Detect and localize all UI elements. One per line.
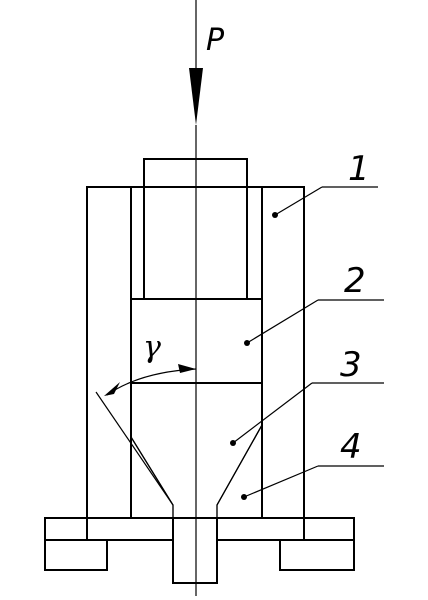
callout-3: 3 xyxy=(340,345,362,385)
angle-arc xyxy=(104,364,197,396)
callout-4: 4 xyxy=(340,427,362,467)
callout-2: 2 xyxy=(344,261,366,301)
base-support-right xyxy=(279,517,355,571)
force-arrow xyxy=(189,0,203,125)
container-wall-right xyxy=(261,186,305,519)
angle-label: γ xyxy=(143,330,161,365)
dead-zone-right xyxy=(216,422,263,519)
callout-1: 1 xyxy=(348,149,370,189)
leader-2 xyxy=(244,299,384,346)
dead-zone-left xyxy=(130,434,174,519)
leader-4 xyxy=(241,465,384,500)
leader-1 xyxy=(272,186,378,218)
container-wall-left xyxy=(86,186,132,519)
force-label: P xyxy=(206,23,225,58)
leader-3 xyxy=(230,382,384,446)
base-support-left xyxy=(44,517,108,571)
